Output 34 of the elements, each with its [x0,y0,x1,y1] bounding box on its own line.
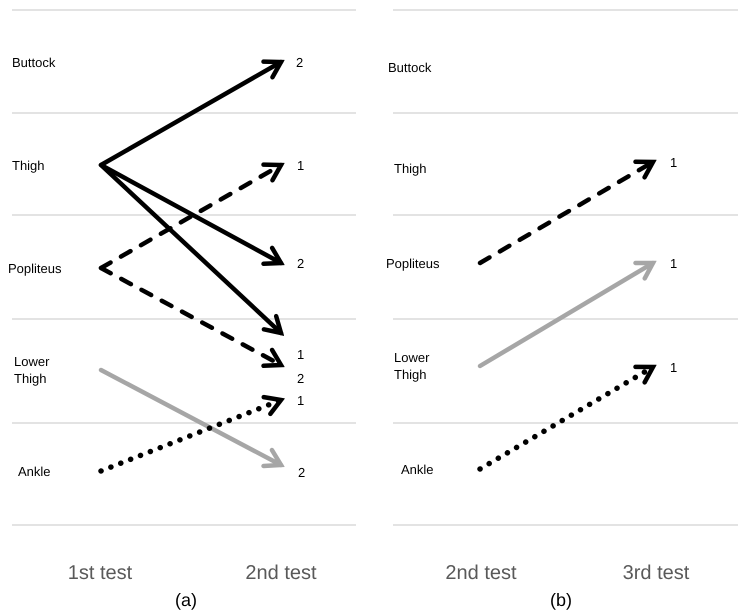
arrow [478,160,656,266]
body-part-label: Popliteus [386,254,440,272]
axis-label: 2nd test [445,562,517,585]
panel-label: (b) [550,590,572,611]
body-part-label: Popliteus [8,260,62,276]
body-part-label: Lower Thigh [14,353,50,387]
arrow [98,266,284,368]
axis-label: 1st test [68,562,132,585]
count-label: 2 [296,54,304,70]
body-part-label: Lower Thigh [394,349,430,383]
count-label: 1 [297,156,304,174]
body-part-label: Buttock [12,54,56,70]
arrow [98,59,284,168]
body-part-label: Ankle [18,462,51,480]
count-label: 1 [670,358,678,376]
count-label: 1 [670,154,678,170]
arrow [98,162,284,336]
count-label: 1 [297,346,304,363]
count-label: 1 [670,254,678,272]
count-label: 2 [297,370,304,387]
count-label: 2 [297,254,304,272]
body-part-label: Ankle [401,460,434,478]
arrow [98,368,284,468]
arrow [478,260,656,368]
arrow [98,394,284,474]
body-part-label: Thigh [12,156,45,174]
axis-label: 3rd test [622,562,690,585]
arrow [477,364,656,472]
body-part-label: Thigh [394,160,427,176]
body-part-label: Buttock [388,58,432,76]
count-label: 2 [298,464,306,481]
panel-label: (a) [175,590,197,611]
count-label: 1 [297,392,304,408]
axis-label: 2nd test [245,562,317,585]
